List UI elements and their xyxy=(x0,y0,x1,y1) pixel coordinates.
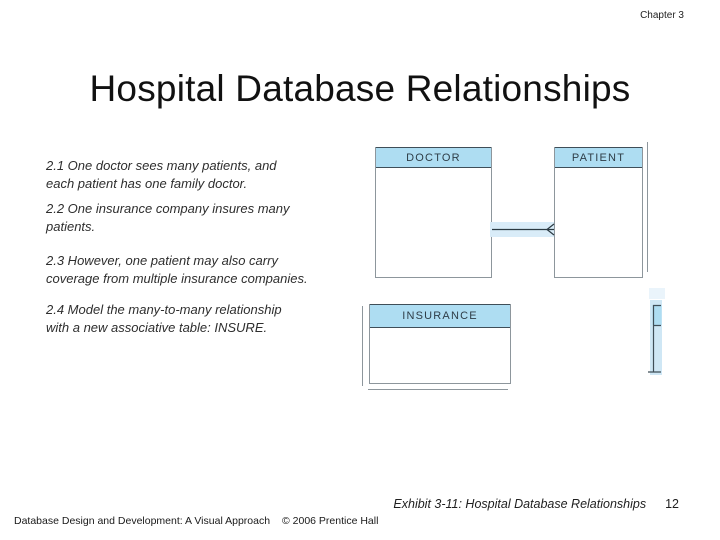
note-line: with a new associative table: INSURE. xyxy=(46,319,268,335)
note-line: 2.3 However, one patient may also carry xyxy=(46,253,278,268)
relationship-highlight-band xyxy=(490,222,554,237)
entity-doctor: DOCTOR xyxy=(375,147,492,278)
entity-doctor-header: DOCTOR xyxy=(376,148,491,168)
note-2-3: 2.3 However, one patient may also carry … xyxy=(46,252,308,287)
entity-insurance: INSURANCE xyxy=(369,304,511,384)
cropped-entity-header-fill xyxy=(652,305,662,325)
credit-row: Database Design and Development: A Visua… xyxy=(14,515,378,527)
crows-foot-icon xyxy=(546,223,555,236)
cropped-entity-strip xyxy=(650,300,662,375)
note-2-4: 2.4 Model the many-to-many relationship … xyxy=(46,301,282,336)
entity-insurance-header: INSURANCE xyxy=(370,305,510,328)
entity-patient: PATIENT xyxy=(554,147,643,278)
book-title: Database Design and Development: A Visua… xyxy=(14,515,271,527)
note-line: patients. xyxy=(46,218,96,234)
cropped-entity-smudge xyxy=(649,288,665,299)
note-line: each patient has one family doctor. xyxy=(46,175,248,191)
note-line: 2.4 Model the many-to-many relationship xyxy=(46,302,282,317)
copyright-notice: © 2006 Prentice Hall xyxy=(281,515,379,527)
cropped-entity-border xyxy=(648,304,661,373)
note-line: coverage from multiple insurance compani… xyxy=(46,270,308,286)
note-2-1: 2.1 One doctor sees many patients, and e… xyxy=(46,157,277,192)
exhibit-row: Exhibit 3-11: Hospital Database Relation… xyxy=(393,497,679,511)
chapter-label: Chapter 3 xyxy=(640,10,684,21)
entity-patient-header: PATIENT xyxy=(555,148,642,168)
exhibit-caption: Exhibit 3-11: Hospital Database Relation… xyxy=(393,497,647,511)
notes-column: 2.1 One doctor sees many patients, and e… xyxy=(0,0,340,540)
slide-title: Hospital Database Relationships xyxy=(89,68,631,109)
page-number: 12 xyxy=(665,497,679,511)
note-line: 2.2 One insurance company insures many xyxy=(46,201,290,216)
note-2-2: 2.2 One insurance company insures many p… xyxy=(46,200,290,235)
note-line: 2.1 One doctor sees many patients, and xyxy=(46,158,277,173)
